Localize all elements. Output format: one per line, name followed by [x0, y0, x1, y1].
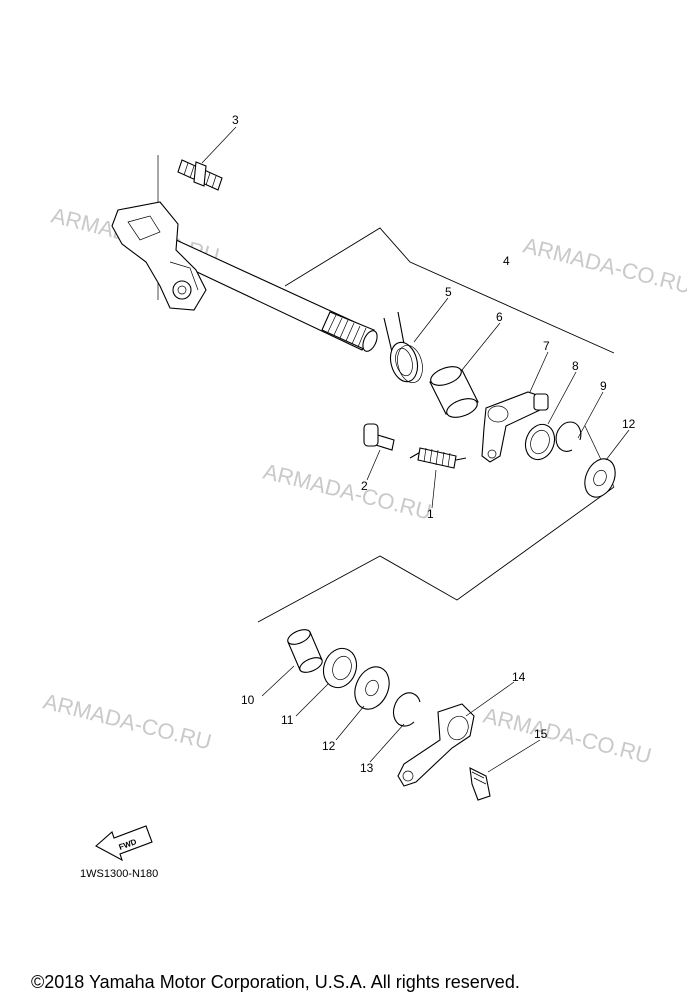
part-13-circlip [369, 692, 421, 763]
part-6-collar [429, 322, 501, 418]
callout-label: 3 [232, 113, 239, 127]
callout-label: 8 [572, 359, 579, 373]
callout-label: 9 [600, 379, 607, 393]
watermark: ARMADA-CO.RU [481, 703, 654, 769]
part-14-lever [397, 681, 515, 787]
callout-label: 12 [322, 739, 336, 753]
part-12-washer-lower [335, 666, 390, 741]
callout-label: 4 [503, 254, 510, 268]
callout-labels: 1 2 3 4 5 6 7 8 9 10 11 12 12 13 14 15 [232, 113, 636, 775]
shift-shaft [111, 201, 378, 352]
callout-label: 1 [427, 507, 434, 521]
callout-label: 2 [361, 479, 368, 493]
callout-label: 6 [496, 310, 503, 324]
part-12-washer-upper [584, 429, 630, 498]
watermark: ARMADA-CO.RU [41, 689, 214, 755]
watermark: ARMADA-CO.RU [521, 233, 687, 299]
part-1-spring [409, 447, 467, 509]
watermark: ARMADA-CO.RU [261, 459, 434, 525]
part-7-arm [481, 351, 549, 463]
copyright-notice: ©2018 Yamaha Motor Corporation, U.S.A. A… [31, 972, 520, 992]
callout-label: 12 [622, 417, 636, 431]
part-2-pin [363, 423, 395, 481]
part-3-bolt [177, 126, 237, 191]
callout-label: 5 [445, 285, 452, 299]
part-11-seal [295, 647, 358, 717]
callout-label: 13 [360, 761, 374, 775]
part-9-circlip [555, 391, 604, 452]
assembly-bracket-lines [157, 155, 615, 623]
part-15-bolt [469, 739, 541, 801]
callout-label: 11 [281, 713, 294, 727]
part-10-bearing [261, 629, 323, 697]
callout-label: 7 [543, 339, 550, 353]
diagram-code: 1WS1300-N180 [80, 868, 158, 880]
part-8-washer [524, 371, 577, 461]
forward-arrow-icon: FWD [95, 825, 153, 862]
callout-label: 10 [241, 693, 255, 707]
part-5-spring [383, 297, 449, 384]
callout-label: 15 [534, 727, 548, 741]
callout-label: 14 [512, 670, 526, 684]
